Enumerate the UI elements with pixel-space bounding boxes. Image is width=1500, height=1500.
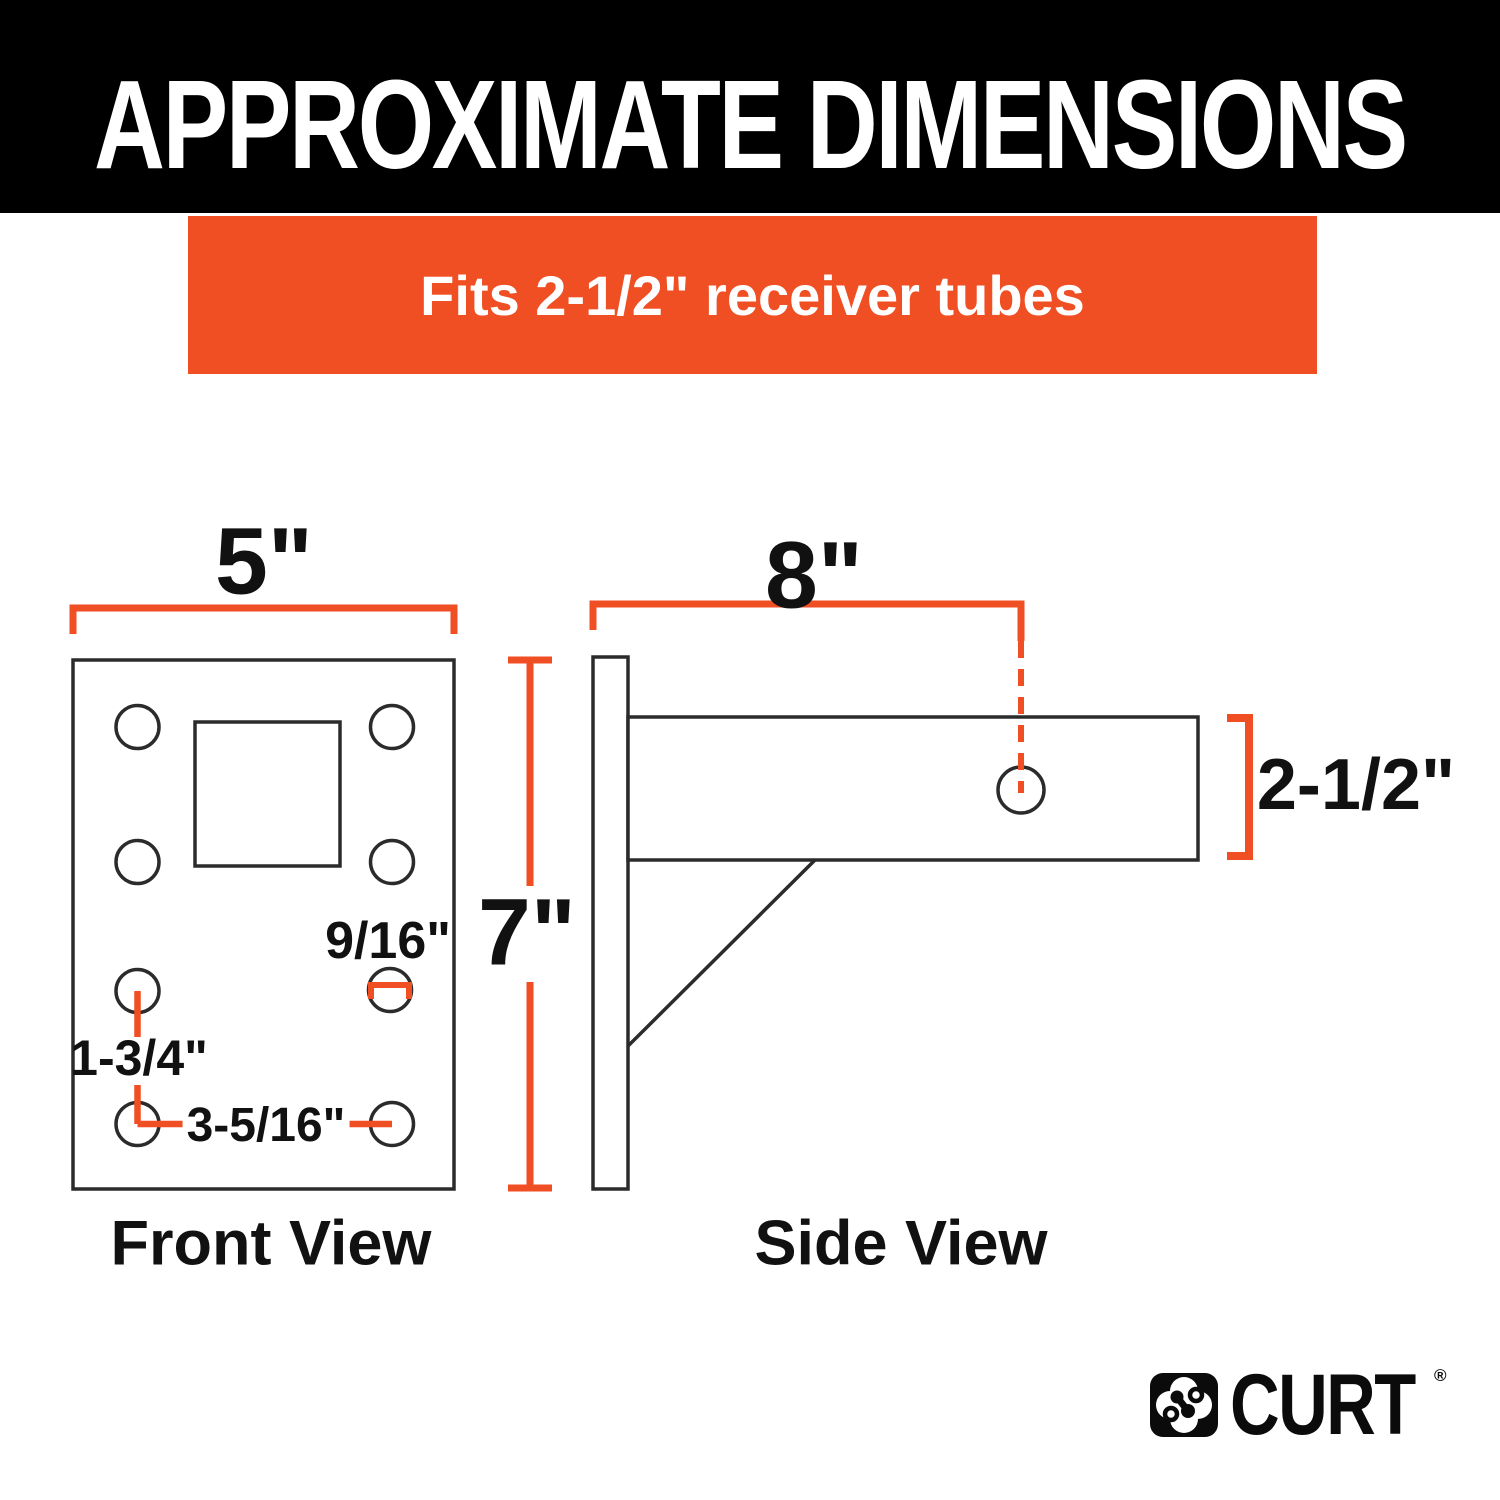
horizontal-spacing-label: 3-5/16" [182, 1102, 350, 1150]
fit-banner: Fits 2-1/2" receiver tubes [188, 216, 1317, 374]
side-flange-plate [591, 655, 630, 1191]
header-bar: APPROXIMATE DIMENSIONS [0, 0, 1500, 213]
vertical-spacing-label: 1-3/4" [70, 1030, 208, 1086]
front-view-caption: Front View [110, 1208, 432, 1279]
front-hole-row1-right [368, 703, 416, 751]
side-length-label: 8" [765, 522, 863, 629]
receiver-size-label: 2-1/2" [1256, 745, 1456, 825]
dim-bracket-916 [368, 982, 412, 999]
curt-wordmark: CURT [1230, 1357, 1416, 1453]
side-view-drawing [591, 655, 1200, 1191]
front-height-label: 7" [478, 879, 576, 986]
fit-banner-text: Fits 2-1/2" receiver tubes [420, 263, 1085, 327]
side-gusset-brace [626, 858, 817, 1048]
front-hole-row2-left [114, 838, 161, 886]
page-title: APPROXIMATE DIMENSIONS [94, 54, 1408, 195]
registered-mark: ® [1434, 1366, 1447, 1385]
dim-line-5in [69, 604, 458, 634]
curt-logo: CURT ® [1150, 1362, 1461, 1448]
front-hole-row2-right [368, 838, 416, 886]
side-view-caption: Side View [754, 1208, 1048, 1279]
side-shank-tube [626, 715, 1200, 862]
dim-bracket-212 [1227, 714, 1253, 860]
curt-logo-icon [1150, 1373, 1218, 1437]
front-center-square-hole [193, 720, 342, 868]
hole-diameter-label: 9/16" [325, 912, 451, 970]
dimension-lines [69, 600, 1253, 1192]
front-hole-row1-left [114, 703, 161, 751]
dim-line-8in [589, 600, 1025, 641]
front-width-label: 5" [215, 508, 313, 615]
